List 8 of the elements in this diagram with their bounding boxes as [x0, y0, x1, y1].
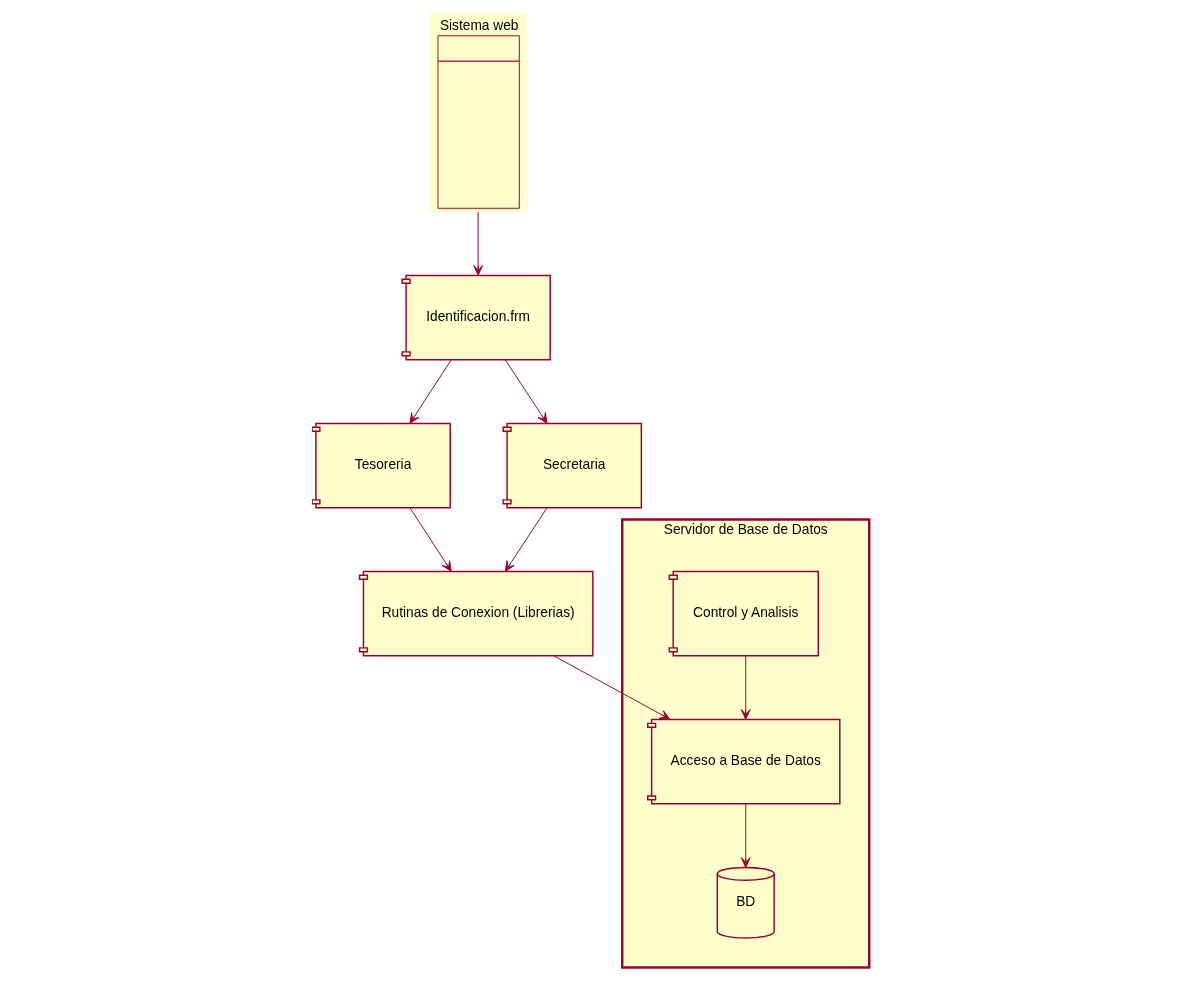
arrow: [740, 655, 751, 720]
arrow: [552, 655, 670, 720]
arrow: [504, 359, 547, 424]
arrow: [740, 803, 751, 868]
arrow: [408, 359, 452, 424]
arrow: [504, 507, 547, 572]
arrow: [472, 211, 483, 276]
arrow: [409, 507, 452, 572]
